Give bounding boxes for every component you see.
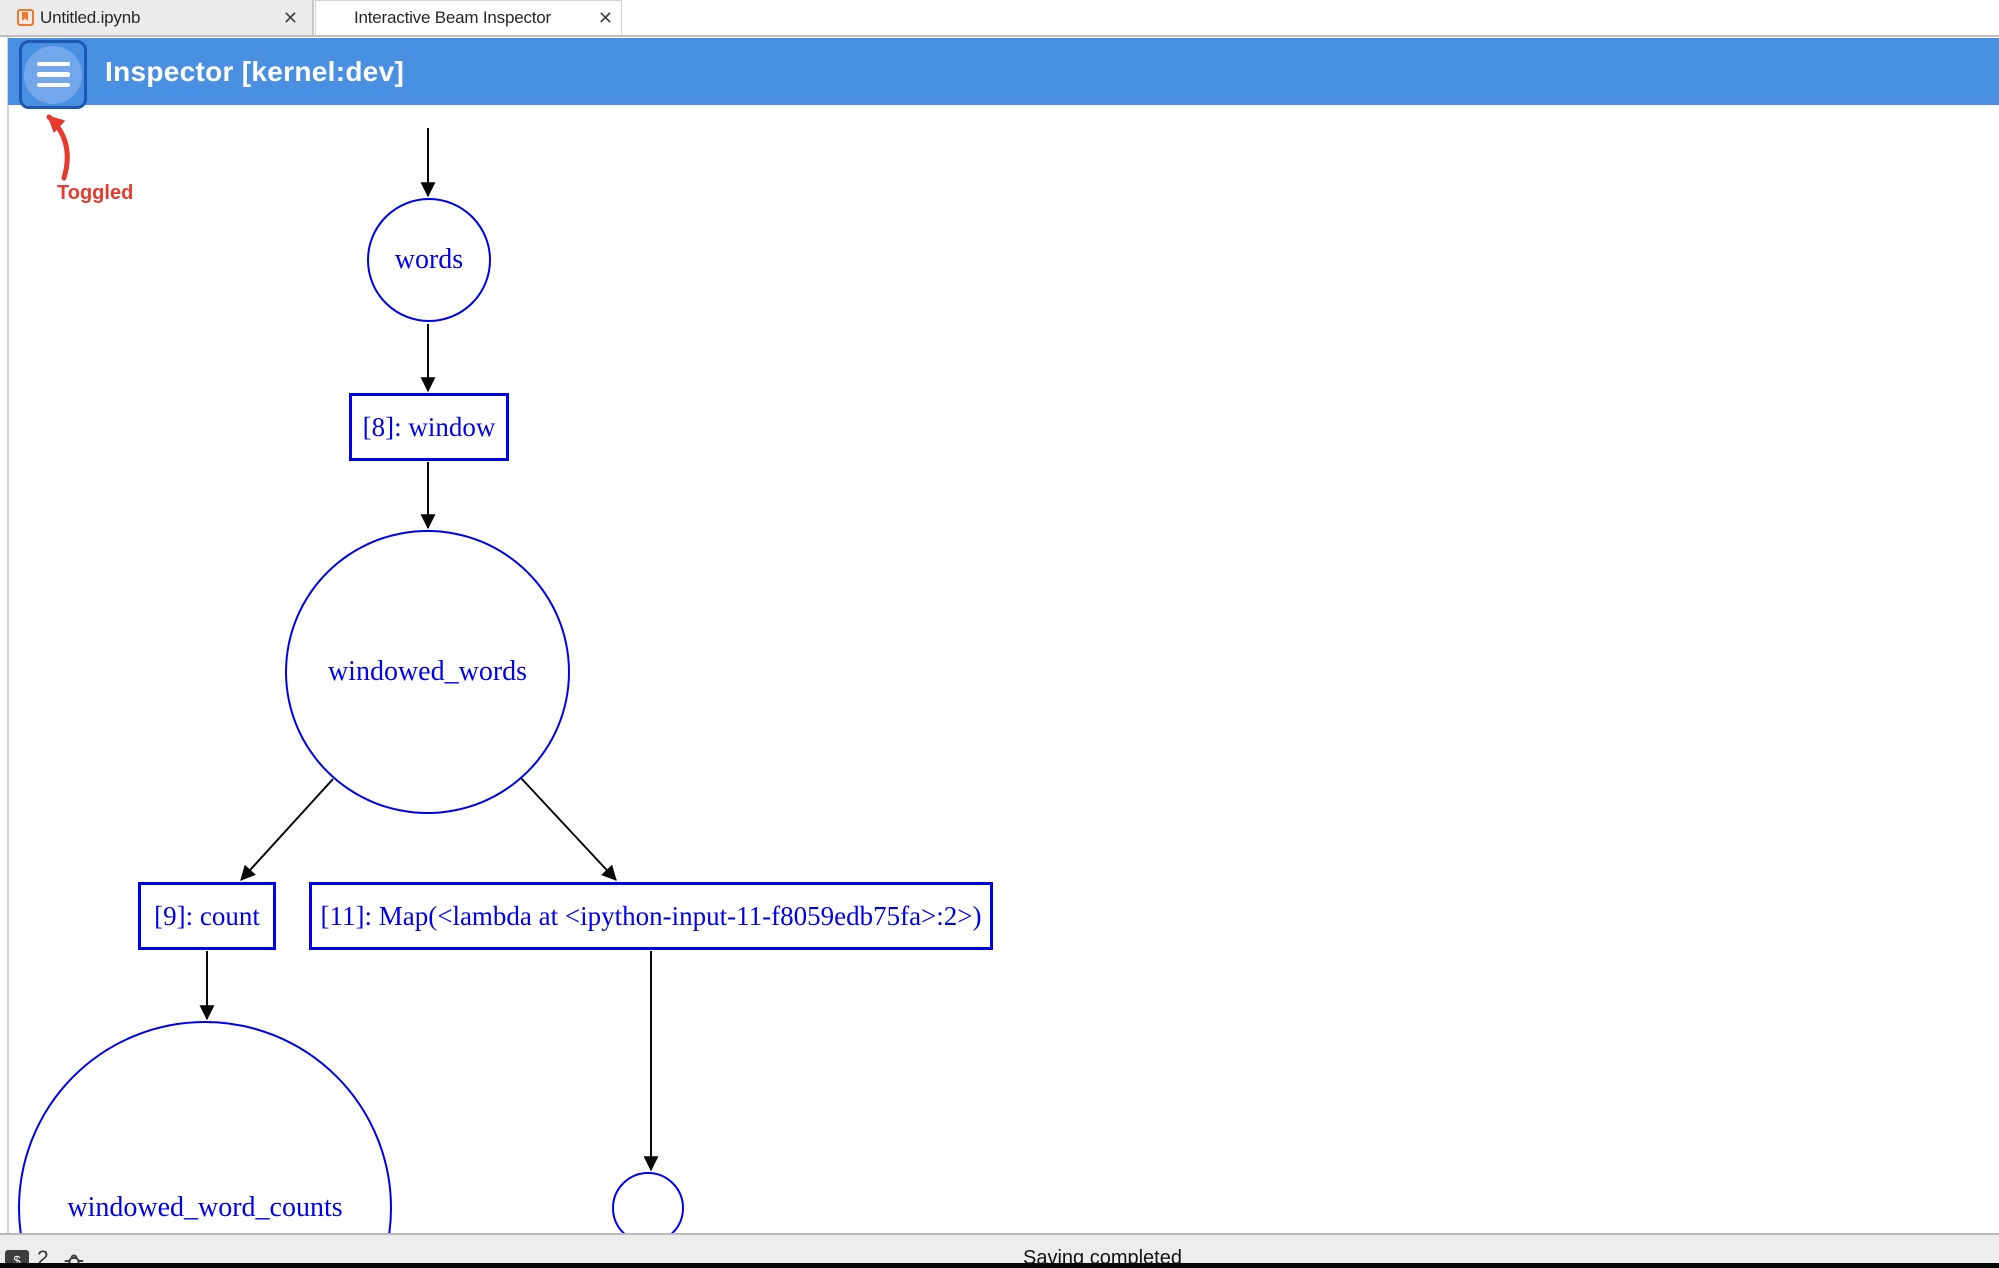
terminal-glyph: $ <box>13 1252 21 1268</box>
notebook-icon <box>17 9 34 26</box>
tab-interactive-beam-inspector[interactable]: Interactive Beam Inspector ✕ <box>315 0 622 35</box>
pcollection-node-words[interactable]: words <box>367 198 491 322</box>
tab-untitled-ipynb[interactable]: Untitled.ipynb ✕ <box>0 0 314 35</box>
inspector-panel: words [8]: window windowed_words [9]: co… <box>0 37 1999 1233</box>
node-label: [11]: Map(<lambda at <ipython-input-11-f… <box>320 900 982 931</box>
node-label: [9]: count <box>154 900 260 931</box>
pcollection-node-windowed-words[interactable]: windowed_words <box>285 530 570 814</box>
terminal-count[interactable]: 2 <box>37 1247 49 1268</box>
status-message: Saving completed <box>1023 1247 1182 1268</box>
inspector-header: Inspector [kernel:dev] <box>8 38 1999 109</box>
dock-tab-bar: Untitled.ipynb ✕ Interactive Beam Inspec… <box>0 0 1999 37</box>
edge-windowed-words-to-count <box>240 778 334 881</box>
node-label: windowed_words <box>327 656 528 687</box>
transform-node-count[interactable]: [9]: count <box>138 882 276 950</box>
toggled-annotation-arrow <box>46 114 70 181</box>
transform-node-map-lambda[interactable]: [11]: Map(<lambda at <ipython-input-11-f… <box>309 882 993 950</box>
tab-label: Interactive Beam Inspector <box>354 8 552 27</box>
panel-left-border <box>7 37 9 1233</box>
node-label: words <box>394 244 464 275</box>
node-label: windowed_word_counts <box>67 1192 343 1223</box>
toggled-annotation-label: Toggled <box>57 182 134 204</box>
tab-label: Untitled.ipynb <box>40 7 141 27</box>
inspector-title: Inspector [kernel:dev] <box>105 55 405 87</box>
menu-button[interactable] <box>19 40 87 109</box>
hamburger-icon <box>24 45 82 104</box>
close-icon[interactable]: ✕ <box>282 7 298 28</box>
transform-node-window[interactable]: [8]: window <box>349 393 509 461</box>
pcollection-node-windowed-word-counts[interactable]: windowed_word_counts <box>18 1021 392 1233</box>
close-icon[interactable]: ✕ <box>597 8 613 28</box>
node-label: [8]: window <box>362 411 496 442</box>
pcollection-node-anonymous[interactable] <box>612 1172 684 1233</box>
screen-bottom-edge <box>0 1263 1999 1268</box>
edge-windowed-words-to-map <box>520 777 617 881</box>
